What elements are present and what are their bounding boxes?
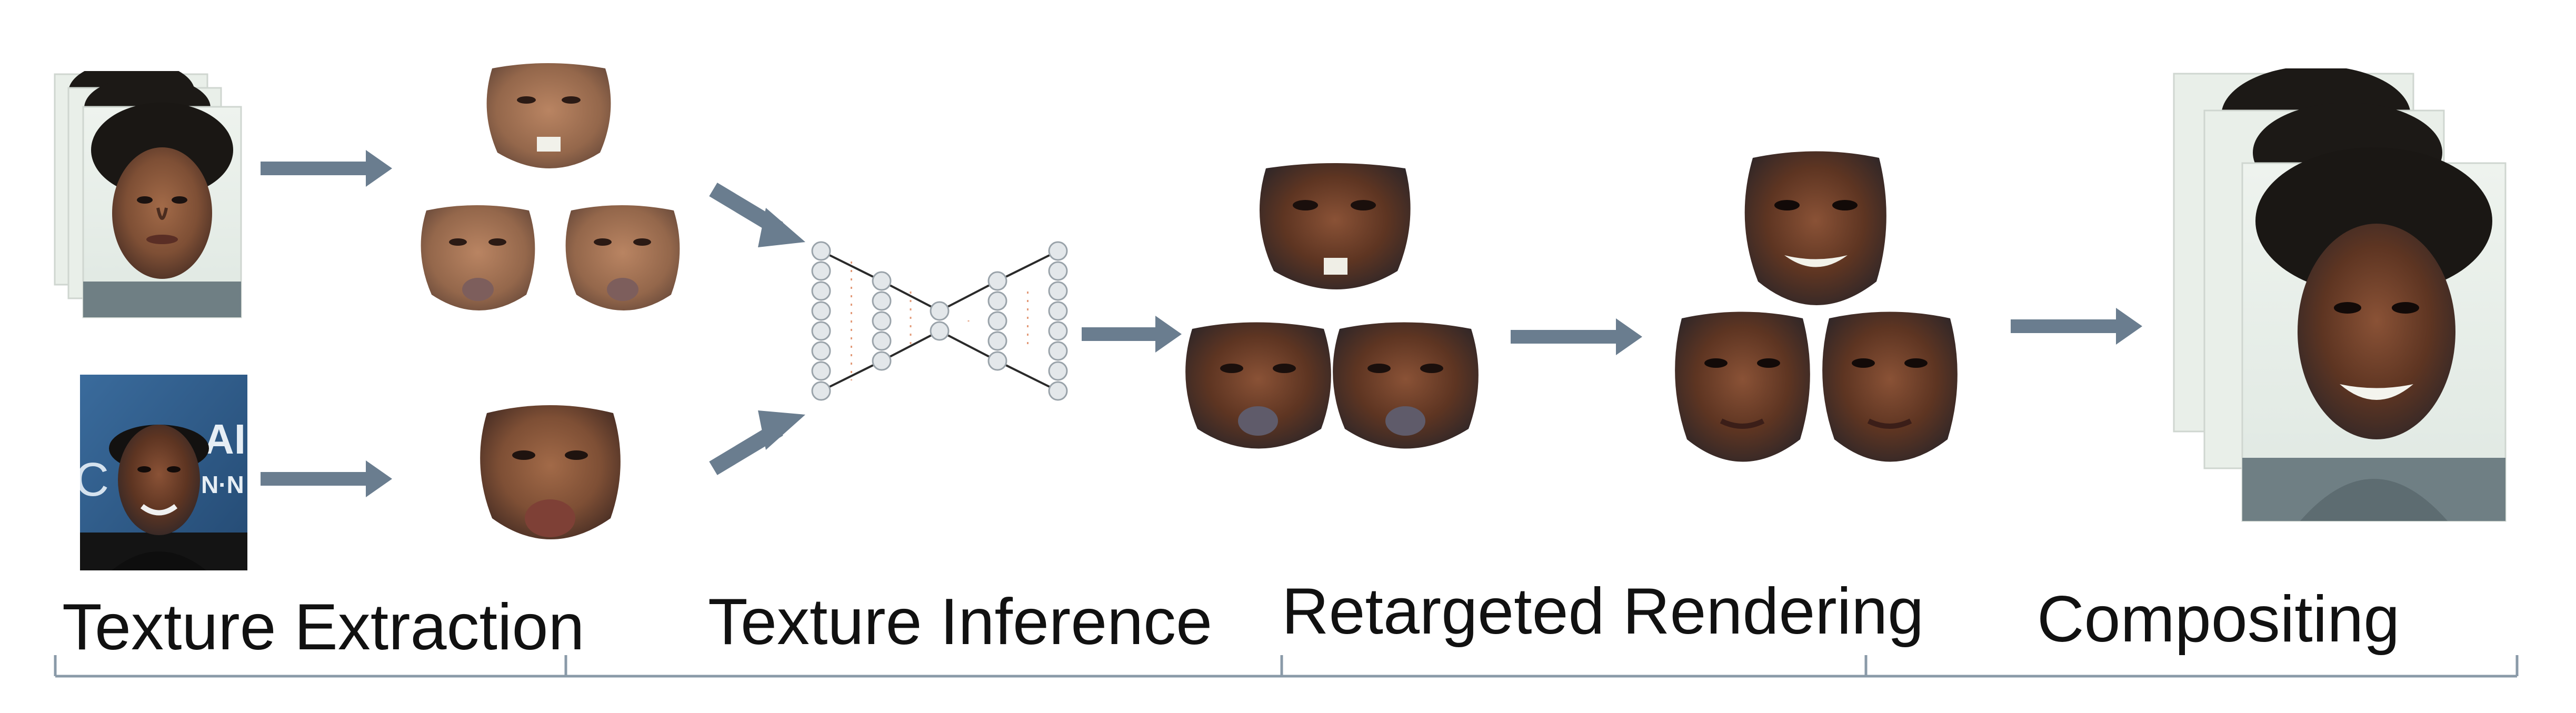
network-node bbox=[811, 341, 831, 361]
face-render-icon bbox=[1822, 312, 1958, 462]
stage-label-texture-inference: Texture Inference bbox=[708, 586, 1213, 658]
stage-label-compositing: Compositing bbox=[2037, 583, 2400, 656]
network-node bbox=[1048, 261, 1068, 281]
network-node bbox=[987, 331, 1007, 351]
svg-text:C: C bbox=[80, 454, 109, 506]
composited-output-frames bbox=[2173, 68, 2507, 522]
network-node bbox=[811, 261, 831, 281]
network-node bbox=[811, 241, 831, 261]
network-edge bbox=[939, 280, 998, 312]
face-photo-frame-output bbox=[2241, 147, 2507, 522]
face-texture-icon bbox=[486, 63, 611, 168]
target-actor-photo: AI N·N C bbox=[80, 375, 247, 570]
stage-label-texture-extraction: Texture Extraction bbox=[62, 591, 585, 664]
network-node bbox=[987, 291, 1007, 311]
network-node bbox=[930, 321, 950, 341]
network-node bbox=[1048, 341, 1068, 361]
network-node bbox=[811, 301, 831, 321]
arrow-icon bbox=[261, 460, 392, 497]
face-render-icon bbox=[1675, 312, 1810, 462]
encoder-decoder-network-icon bbox=[811, 241, 1068, 401]
stage-label-retargeted-rendering: Retargeted Rendering bbox=[1282, 575, 1924, 648]
face-texture-icon bbox=[565, 205, 680, 310]
network-node bbox=[811, 361, 831, 381]
svg-text:N·N: N·N bbox=[201, 471, 244, 498]
network-edge bbox=[997, 360, 1059, 392]
face-render-icon bbox=[1744, 151, 1886, 305]
face-photo-frame-front bbox=[82, 103, 242, 318]
arrow-icon bbox=[709, 410, 805, 475]
input-video-frames bbox=[54, 71, 242, 318]
face-texture-icon bbox=[1333, 322, 1479, 449]
svg-text:AI: AI bbox=[204, 416, 246, 463]
network-node bbox=[872, 311, 892, 331]
extracted-texture-group bbox=[421, 63, 680, 310]
network-node bbox=[1048, 281, 1068, 301]
network-node bbox=[1048, 361, 1068, 381]
network-node bbox=[872, 351, 892, 371]
network-edge bbox=[997, 250, 1059, 282]
arrow-icon bbox=[709, 183, 805, 247]
network-node bbox=[1048, 241, 1068, 261]
arrow-icon bbox=[1082, 316, 1182, 353]
network-node bbox=[1048, 381, 1068, 401]
network-node bbox=[1048, 321, 1068, 341]
network-node bbox=[987, 351, 1007, 371]
network-node bbox=[811, 321, 831, 341]
network-node bbox=[987, 311, 1007, 331]
network-node bbox=[811, 281, 831, 301]
network-node bbox=[930, 301, 950, 321]
arrow-icon bbox=[2011, 308, 2142, 345]
network-edge bbox=[881, 280, 940, 312]
network-edge bbox=[821, 360, 882, 392]
face-texture-icon bbox=[1260, 163, 1411, 289]
face-texture-icon bbox=[421, 205, 535, 310]
inferred-texture-group bbox=[1185, 163, 1479, 449]
retargeted-render-group bbox=[1675, 151, 1958, 462]
network-edge bbox=[939, 330, 998, 362]
arrow-icon bbox=[261, 150, 392, 187]
arrow-icon bbox=[1511, 318, 1642, 355]
network-node bbox=[872, 271, 892, 291]
network-node bbox=[987, 271, 1007, 291]
network-edge bbox=[821, 250, 882, 282]
network-node bbox=[872, 291, 892, 311]
face-texture-icon bbox=[480, 405, 621, 539]
network-node bbox=[872, 331, 892, 351]
network-node bbox=[1048, 301, 1068, 321]
face-texture-icon bbox=[1185, 322, 1331, 449]
network-edge bbox=[881, 330, 940, 362]
network-node bbox=[811, 381, 831, 401]
